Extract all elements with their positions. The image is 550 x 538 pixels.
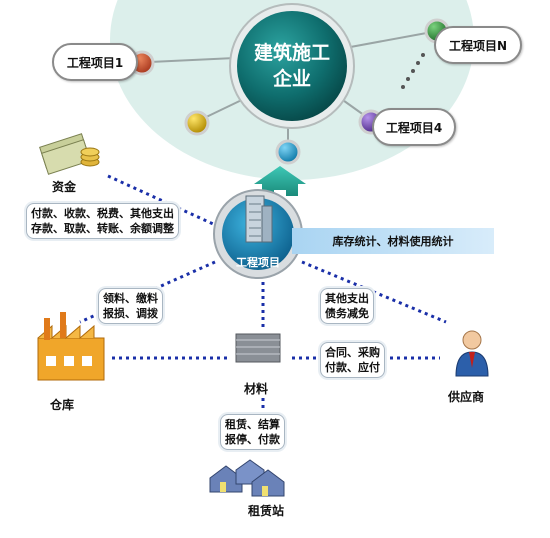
supplier-operations-box: 其他支出 债务减免: [320, 288, 374, 324]
project-4-label: 工程项目4: [385, 120, 443, 135]
inventory-statistics-banner: 库存统计、材料使用统计: [292, 228, 494, 254]
project-yellow-dot[interactable]: [184, 110, 210, 136]
project-1-label: 工程项目1: [66, 55, 124, 70]
materials-label: 材料: [244, 382, 269, 396]
project-n-pill[interactable]: 工程项目N: [434, 26, 522, 64]
project-n-label: 工程项目N: [448, 38, 508, 53]
person-icon: [455, 330, 489, 377]
project-cyan-dot[interactable]: [275, 139, 301, 165]
enterprise-circle[interactable]: [237, 11, 347, 121]
enterprise-title: 建筑施工 企业: [242, 40, 342, 92]
money-icon: [39, 133, 100, 175]
building-icon: [245, 195, 273, 243]
funds-label: 资金: [52, 180, 77, 194]
warehouse-label: 仓库: [50, 398, 75, 412]
funds-operations-box: 付款、收款、税费、其他支出 存款、取款、转账、余额调整: [26, 203, 179, 239]
project-hub-label: 工程项目: [236, 256, 280, 269]
materials-supplier-line2: 付款、应付: [325, 361, 380, 374]
rental-operations-line2: 报停、付款: [225, 433, 280, 446]
up-arrow-icon: [254, 166, 306, 196]
supplier-operations-line2: 债务减免: [325, 307, 369, 320]
materials-supplier-line1: 合同、采购: [325, 346, 380, 359]
ellipsis-dots: [401, 53, 425, 89]
enterprise-title-line2: 企业: [272, 68, 311, 90]
supplier-operations-line1: 其他支出: [325, 292, 369, 305]
warehouse-operations-line2: 报损、调拨: [103, 307, 158, 320]
rental-station-label: 租赁站: [248, 504, 285, 518]
enterprise-title-line1: 建筑施工: [253, 42, 330, 64]
supplier-label: 供应商: [448, 390, 485, 404]
project-1-pill[interactable]: 工程项目1: [52, 43, 138, 81]
project-4-pill[interactable]: 工程项目4: [372, 108, 456, 146]
warehouse-operations-box: 领料、缴料 报损、调拨: [98, 288, 163, 324]
rental-operations-line1: 租赁、结算: [225, 418, 280, 431]
banner-text: 库存统计、材料使用统计: [332, 235, 454, 248]
rental-operations-box: 租赁、结算 报停、付款: [220, 414, 285, 450]
steel-pipes-icon: [235, 333, 281, 363]
factory-icon: [37, 312, 105, 381]
funds-operations-line2: 存款、取款、转账、余额调整: [31, 222, 174, 235]
materials-supplier-box: 合同、采购 付款、应付: [320, 342, 385, 378]
funds-operations-line1: 付款、收款、税费、其他支出: [31, 207, 174, 220]
warehouse-operations-line1: 领料、缴料: [103, 292, 158, 305]
rental-houses-icon: [209, 459, 285, 497]
